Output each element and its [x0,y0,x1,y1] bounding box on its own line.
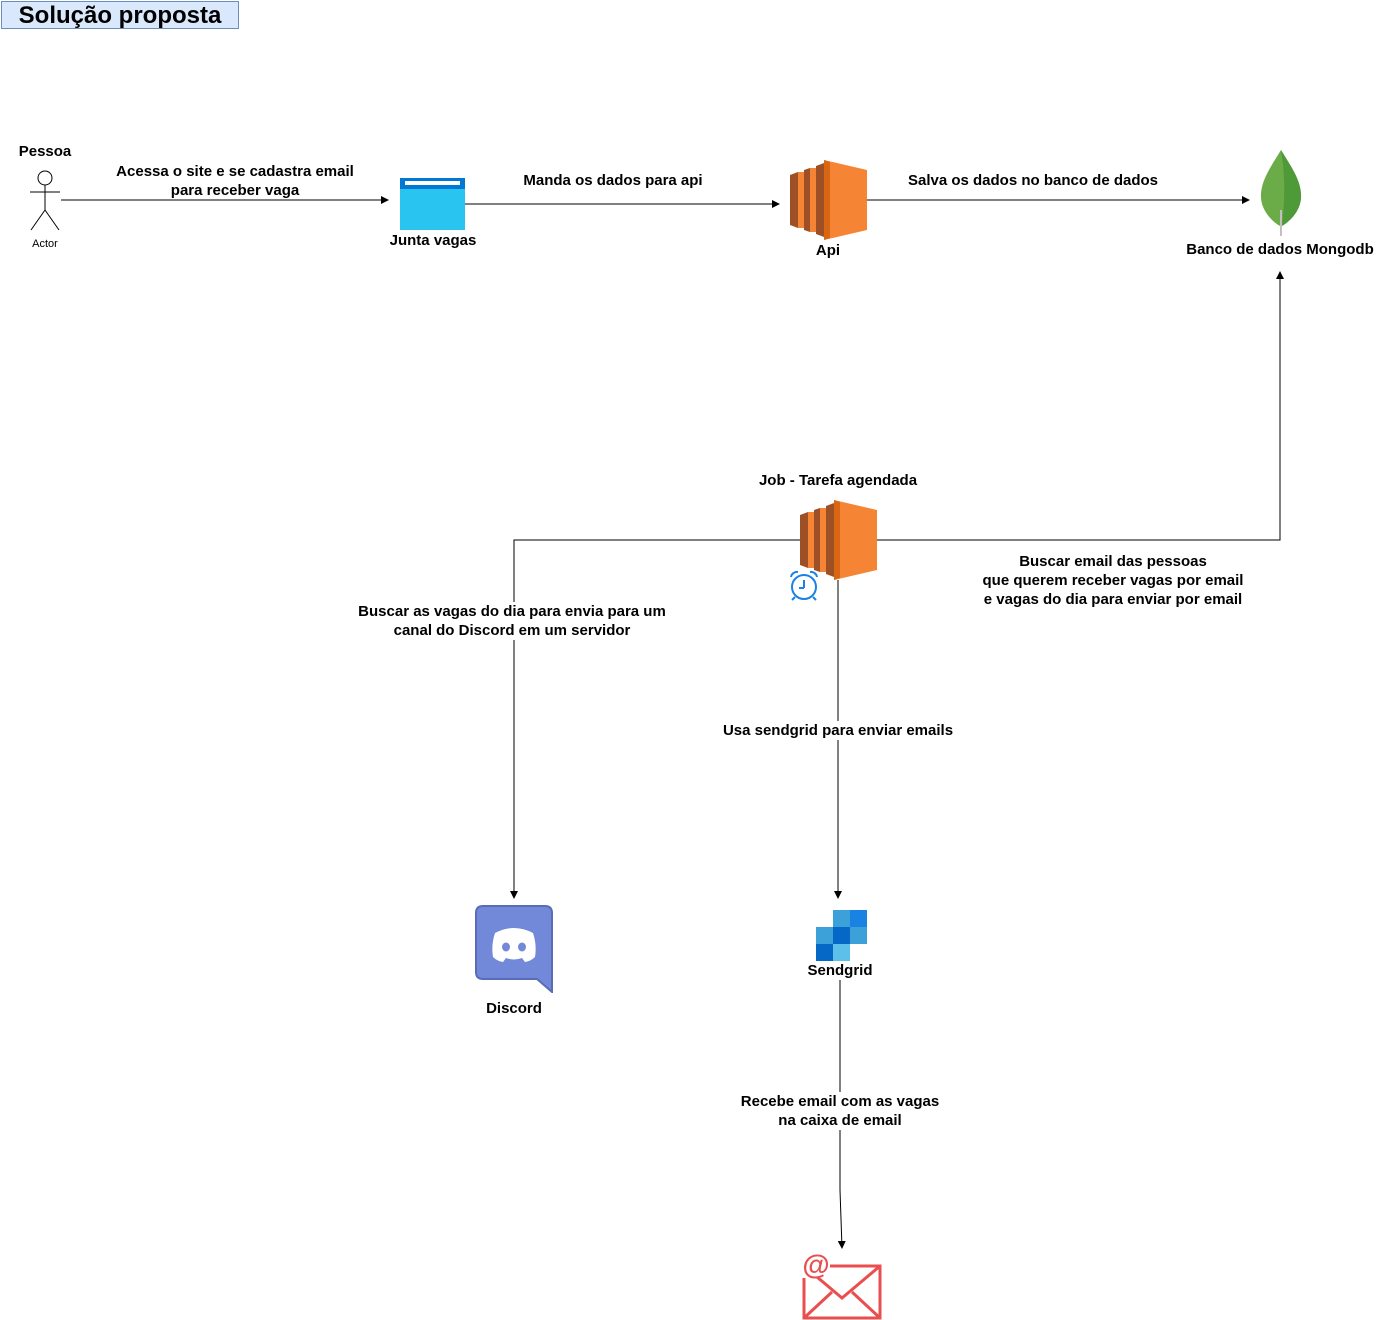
mongodb-label: Banco de dados Mongodb [1186,241,1374,258]
sendgrid-icon[interactable] [816,910,867,961]
mongodb-leaf-icon[interactable] [1260,150,1302,236]
actor-sublabel: Actor [32,238,58,250]
actor-label: Pessoa [18,143,72,160]
alarm-clock-icon [790,570,818,601]
edge-label-sendgrid-to-email: Recebe email com as vagas na caixa de em… [710,1092,970,1130]
junta-vagas-label: Junta vagas [389,232,477,249]
job-label: Job - Tarefa agendada [758,472,918,489]
edge-label-api-to-db: Salva os dados no banco de dados [907,172,1159,189]
edge-label-job-to-discord: Buscar as vagas do dia para envia para u… [334,602,690,640]
browser-window-icon[interactable] [400,178,465,230]
job-server-icon[interactable] [800,500,878,580]
edge-job-to-db [877,271,1284,541]
api-label: Api [815,242,841,259]
api-server-icon[interactable] [790,160,868,240]
edge-label-pessoa-to-site: Acessa o site e se cadastra email para r… [116,163,354,199]
edge-label-job-to-sendgrid: Usa sendgrid para enviar emails [698,721,978,740]
edge-label-site-to-api: Manda os dados para api [523,172,703,189]
discord-icon[interactable] [475,905,553,993]
svg-text:@: @ [802,1250,829,1280]
page-title: Solução proposta [1,1,239,29]
sendgrid-label: Sendgrid [807,962,873,979]
edge-job-to-discord [510,539,800,899]
email-icon[interactable]: @ [802,1250,882,1320]
actor-icon[interactable] [28,170,62,232]
edge-sendgrid-to-email [837,980,846,1249]
discord-label: Discord [486,1000,542,1017]
edge-label-job-to-db: Buscar email das pessoas que querem rece… [953,552,1273,609]
